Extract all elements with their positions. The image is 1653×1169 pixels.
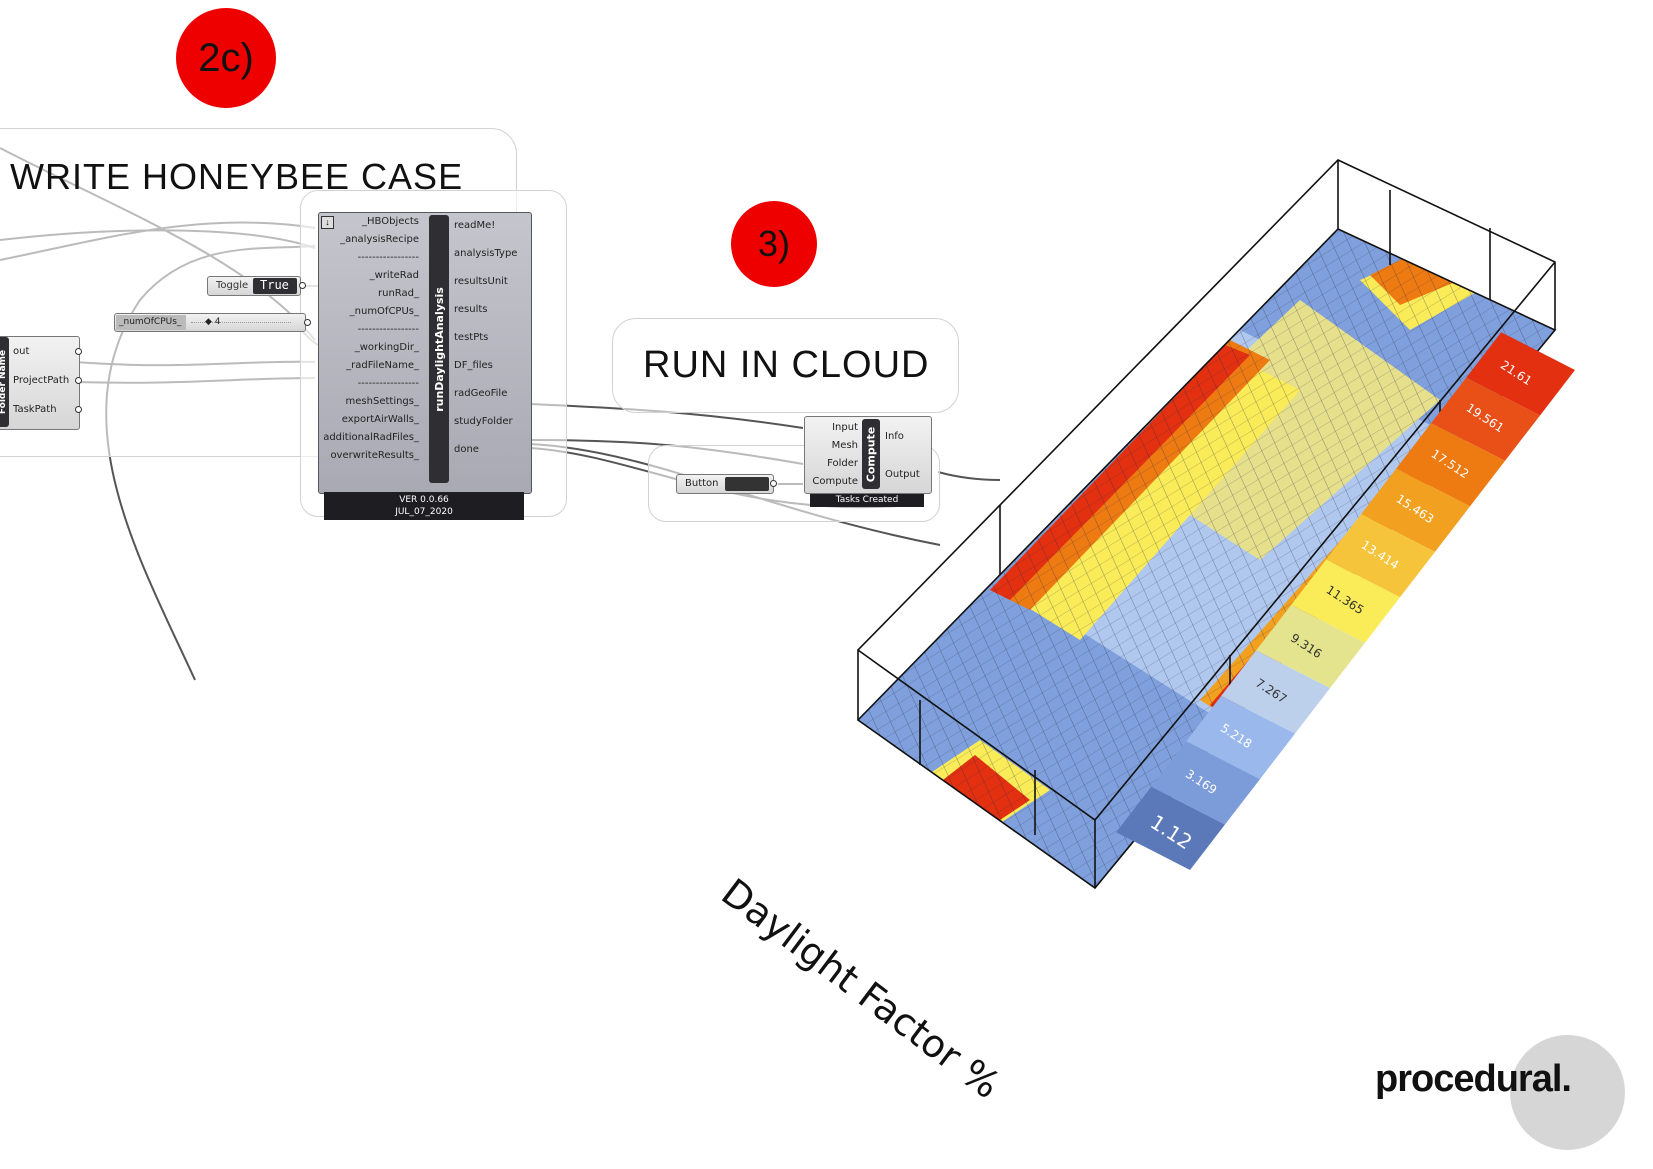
- compute-output-info[interactable]: Info: [885, 431, 904, 442]
- component-version-footer: VER 0.0.66 JUL_07_2020: [324, 492, 524, 520]
- component-version: VER 0.0.66: [399, 495, 449, 505]
- output-radgeofile[interactable]: radGeoFile: [454, 388, 508, 399]
- compute-output-output[interactable]: Output: [885, 469, 920, 480]
- folder-name-label-strip: Folder Name: [0, 337, 9, 427]
- folder-grip-projectpath[interactable]: [75, 377, 82, 384]
- input-writerad[interactable]: _writeRad: [369, 270, 419, 281]
- output-done[interactable]: done: [454, 444, 479, 455]
- numofcpus-slider[interactable]: _numOfCPUs_ ◆ 4: [114, 313, 311, 332]
- output-testpts[interactable]: testPts: [454, 332, 489, 343]
- toggle-component[interactable]: Toggle True: [207, 276, 306, 296]
- component-date: JUL_07_2020: [395, 507, 453, 517]
- toggle-value-box[interactable]: True: [253, 278, 297, 294]
- slider-track[interactable]: [191, 322, 291, 323]
- output-results[interactable]: results: [454, 304, 488, 315]
- input-runrad[interactable]: runRad_: [378, 288, 419, 299]
- legend-cell: [1186, 695, 1295, 780]
- legend-cell: [1116, 786, 1225, 870]
- compute-status-footer: Tasks Created: [810, 494, 924, 507]
- input-radfilename[interactable]: _radFileName_: [346, 360, 419, 371]
- input-separator-3: -----------------: [357, 378, 419, 389]
- run-in-cloud-group: [612, 318, 959, 413]
- compute-input-input[interactable]: Input: [832, 422, 858, 433]
- folder-output-projectpath[interactable]: ProjectPath: [13, 375, 70, 386]
- step-badge-2c: 2c): [176, 8, 276, 108]
- compute-input-folder[interactable]: Folder: [827, 458, 858, 469]
- slider-grip[interactable]: [304, 319, 311, 326]
- toggle-label: Toggle: [216, 280, 249, 291]
- component-name-strip: runDaylightAnalysis: [429, 215, 449, 483]
- legend-cell: [1361, 468, 1470, 552]
- input-analysisrecipe[interactable]: _analysisRecipe: [340, 234, 419, 245]
- cloud-group-title: RUN IN CLOUD: [643, 344, 930, 386]
- compute-input-compute[interactable]: Compute: [812, 476, 858, 487]
- button-face[interactable]: [725, 477, 769, 491]
- compute-component[interactable]: Compute Input Mesh Folder Compute Info O…: [804, 416, 932, 494]
- legend-cell: [1431, 377, 1540, 461]
- slider-label: _numOfCPUs_: [119, 317, 182, 327]
- legend-cell: [1466, 332, 1575, 416]
- folder-grip-out[interactable]: [75, 348, 82, 355]
- input-additionalradfiles[interactable]: additionalRadFiles_: [323, 432, 419, 443]
- button-label: Button: [685, 478, 719, 489]
- folder-output-out[interactable]: out: [13, 346, 30, 357]
- input-numofcpus[interactable]: _numOfCPUs_: [349, 306, 419, 317]
- output-df-files[interactable]: DF_files: [454, 360, 493, 371]
- output-studyfolder[interactable]: studyFolder: [454, 416, 513, 427]
- step-badge-3: 3): [731, 201, 817, 287]
- toggle-value: True: [260, 278, 289, 292]
- input-exportairwalls[interactable]: exportAirWalls_: [341, 414, 419, 425]
- run-daylight-analysis-component[interactable]: ↓ runDaylightAnalysis _HBObjects _analys…: [318, 212, 532, 494]
- legend-cell: [1256, 604, 1365, 689]
- output-analysistype[interactable]: analysisType: [454, 248, 518, 259]
- compute-trigger-button[interactable]: Button: [676, 474, 777, 494]
- folder-name-component[interactable]: Folder Name out ProjectPath TaskPath: [0, 336, 82, 430]
- input-workingdir[interactable]: _workingDir_: [354, 342, 419, 353]
- brand-logo: procedural.: [1375, 1058, 1572, 1100]
- slider-label-box: _numOfCPUs_: [116, 315, 186, 330]
- input-separator-1: -----------------: [357, 252, 419, 263]
- legend-cell: [1221, 650, 1330, 734]
- output-readme[interactable]: readMe!: [454, 220, 496, 231]
- brand-circle-decoration: [1510, 1035, 1625, 1150]
- compute-name-strip: Compute: [862, 419, 880, 489]
- slider-value[interactable]: ◆ 4: [205, 317, 221, 327]
- write-group-title: WRITE HONEYBEE CASE: [10, 156, 464, 197]
- legend-cell: [1291, 559, 1400, 643]
- legend-cell: [1396, 423, 1505, 507]
- toggle-grip[interactable]: [299, 282, 306, 289]
- input-separator-2: -----------------: [357, 324, 419, 335]
- input-hbobjects[interactable]: _HBObjects: [362, 216, 419, 227]
- output-resultsunit[interactable]: resultsUnit: [454, 276, 508, 287]
- folder-grip-taskpath[interactable]: [75, 406, 82, 413]
- button-grip[interactable]: [770, 480, 777, 487]
- folder-output-taskpath[interactable]: TaskPath: [13, 404, 57, 415]
- compute-input-mesh[interactable]: Mesh: [831, 440, 858, 451]
- expand-arrow-icon[interactable]: ↓: [321, 216, 334, 229]
- input-overwriteresults[interactable]: overwriteResults_: [330, 450, 419, 461]
- legend-cell: [1326, 514, 1435, 598]
- input-meshsettings[interactable]: meshSettings_: [345, 396, 419, 407]
- legend-cell: [1151, 741, 1260, 825]
